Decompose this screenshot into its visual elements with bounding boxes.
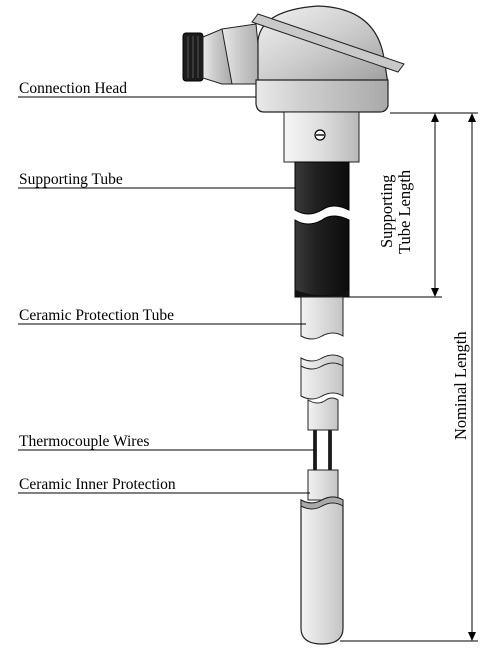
dimension-nominal-length: Nominal Length <box>340 112 478 642</box>
label-supporting-tube: Supporting Tube <box>19 171 123 188</box>
thermocouple-wires <box>313 430 332 470</box>
supporting-tube <box>294 161 350 298</box>
ceramic-protection-tube <box>300 296 344 400</box>
head-handle <box>251 13 405 73</box>
nominal-length-label: Nominal Length <box>451 331 470 440</box>
supporting-tube-length-line1: Supporting <box>377 175 396 248</box>
leader-lines <box>18 96 314 494</box>
connection-head <box>182 5 405 163</box>
supporting-tube-length-line2: Tube Length <box>395 169 414 254</box>
ceramic-tip <box>300 496 344 645</box>
label-ceramic-inner-protection: Ceramic Inner Protection <box>19 476 176 493</box>
ceramic-inner-protection <box>307 397 339 501</box>
label-ceramic-protection-tube: Ceramic Protection Tube <box>19 307 174 324</box>
dimension-supporting-tube-length: Supporting Tube Length <box>349 112 442 298</box>
neck-screw <box>314 129 326 141</box>
cable-gland <box>182 23 263 85</box>
label-thermocouple-wires: Thermocouple Wires <box>19 433 149 450</box>
label-connection-head: Connection Head <box>19 80 127 97</box>
head-base <box>255 79 389 113</box>
